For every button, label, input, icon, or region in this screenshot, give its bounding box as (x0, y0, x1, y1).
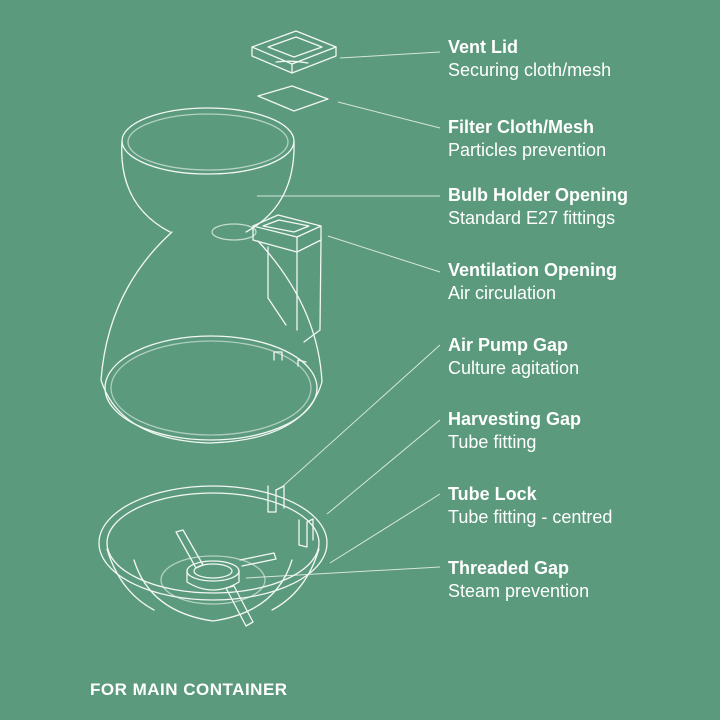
base-tray-drawing (98, 485, 328, 627)
label-filter-cloth-title: Filter Cloth/Mesh (448, 117, 595, 137)
flask-body-drawing (100, 231, 323, 444)
label-bulb-holder-title: Bulb Holder Opening (448, 185, 628, 205)
label-filter-cloth-subtitle: Particles prevention (448, 140, 607, 160)
leader-threaded-gap (245, 566, 441, 579)
leader-tube-lock (329, 493, 441, 564)
leader-ventilation (327, 235, 441, 273)
label-filter-cloth: Filter Cloth/Mesh Particles prevention (448, 116, 606, 162)
label-ventilation-opening-title: Ventilation Opening (448, 260, 618, 280)
label-air-pump-gap-title: Air Pump Gap (448, 335, 569, 355)
label-bulb-holder: Bulb Holder Opening Standard E27 fitting… (448, 184, 628, 230)
footer-caption: FOR MAIN CONTAINER (90, 680, 288, 699)
leader-air-pump (281, 344, 441, 488)
label-tube-lock-subtitle: Tube fitting - centred (448, 507, 613, 527)
label-threaded-gap-subtitle: Steam prevention (448, 581, 590, 601)
label-threaded-gap-title: Threaded Gap (448, 558, 570, 578)
vent-lid-drawing (251, 30, 337, 74)
label-air-pump-gap: Air Pump Gap Culture agitation (448, 334, 579, 380)
label-air-pump-gap-subtitle: Culture agitation (448, 358, 580, 378)
label-ventilation-opening: Ventilation Opening Air circulation (448, 259, 617, 305)
label-vent-lid-subtitle: Securing cloth/mesh (448, 60, 612, 80)
leader-filter-cloth (337, 101, 441, 129)
label-threaded-gap: Threaded Gap Steam prevention (448, 557, 589, 603)
label-vent-lid: Vent Lid Securing cloth/mesh (448, 36, 611, 82)
label-ventilation-opening-subtitle: Air circulation (448, 283, 557, 303)
label-harvesting-gap-title: Harvesting Gap (448, 409, 582, 429)
label-bulb-holder-subtitle: Standard E27 fittings (448, 208, 616, 228)
label-vent-lid-title: Vent Lid (448, 37, 519, 57)
label-harvesting-gap-subtitle: Tube fitting (448, 432, 537, 452)
leader-lines (245, 51, 441, 579)
label-harvesting-gap: Harvesting Gap Tube fitting (448, 408, 581, 454)
filter-cloth-drawing (257, 85, 329, 112)
top-bowl-drawing (121, 107, 295, 241)
label-tube-lock: Tube Lock Tube fitting - centred (448, 483, 612, 529)
leader-harvesting (326, 419, 441, 515)
label-tube-lock-title: Tube Lock (448, 484, 537, 504)
ventilation-chimney-drawing (252, 214, 322, 343)
leader-vent-lid (339, 51, 441, 59)
